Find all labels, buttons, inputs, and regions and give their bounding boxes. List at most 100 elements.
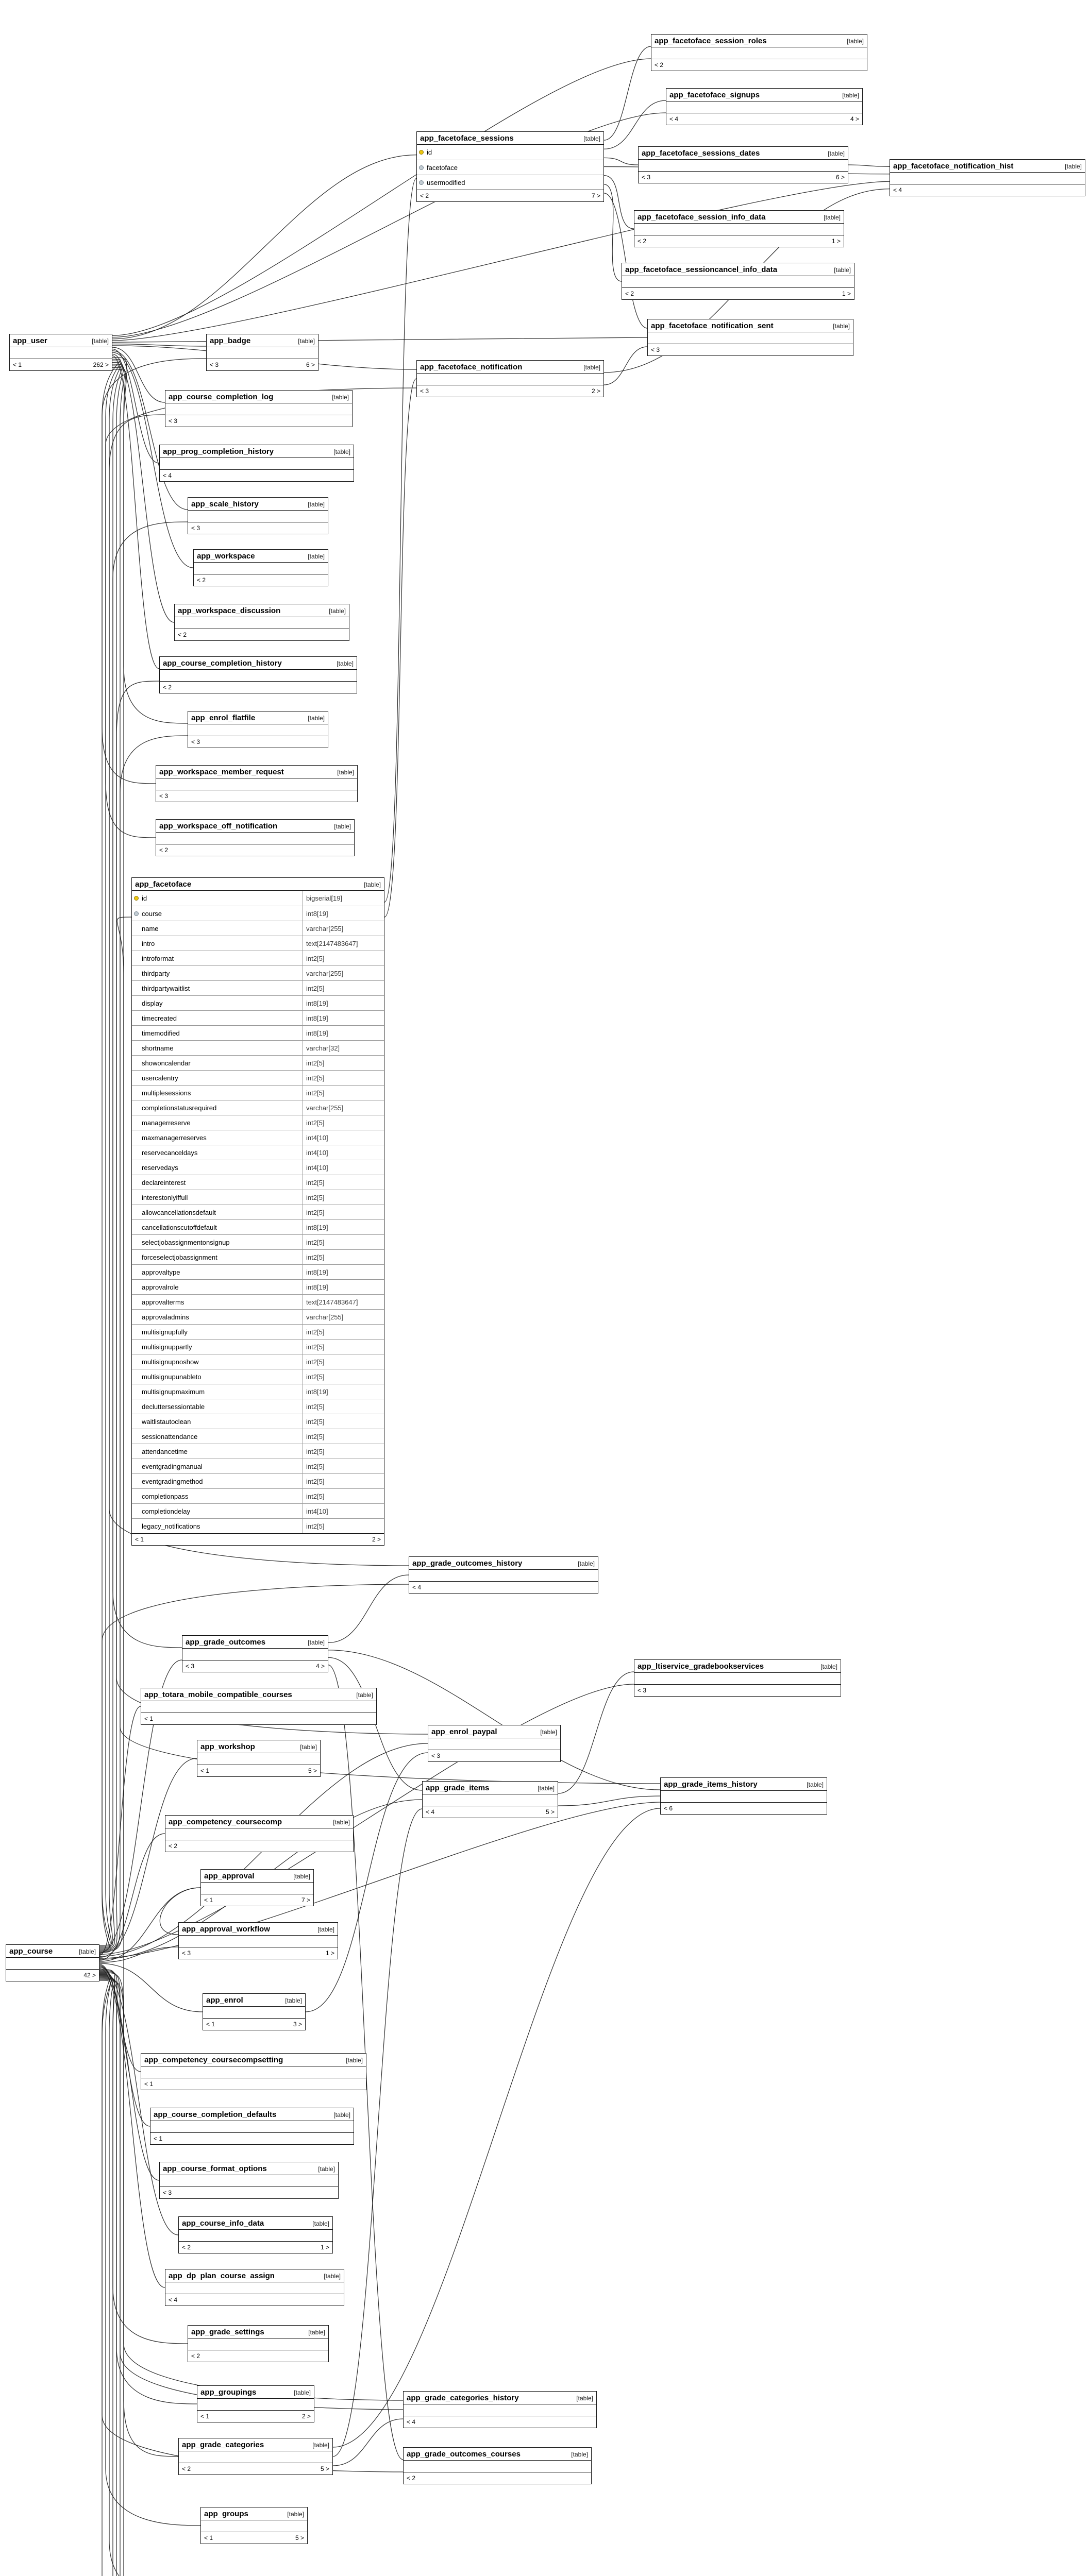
table-node-app_workspace_member_request[interactable]: app_workspace_member_request[table]< 3 [156,765,358,802]
table-name[interactable]: app_enrol [206,1996,243,2005]
table-name[interactable]: app_facetoface_sessioncancel_info_data [625,265,778,274]
table-name[interactable]: app_enrol_paypal [431,1727,497,1736]
table-node-app_grade_outcomes_courses[interactable]: app_grade_outcomes_courses[table]< 2 [403,2447,592,2484]
table-name[interactable]: app_facetoface_session_roles [655,37,767,45]
table-node-app_enrol_paypal[interactable]: app_enrol_paypal[table]< 3 [428,1725,561,1762]
table-node-app_course_completion_defaults[interactable]: app_course_completion_defaults[table]< 1 [150,2108,354,2145]
table-name[interactable]: app_badge [210,336,251,345]
table-name[interactable]: app_workspace_off_notification [159,822,278,831]
table-name[interactable]: app_grade_categories_history [407,2394,519,2402]
table-name[interactable]: app_workshop [200,1742,255,1751]
table-name[interactable]: app_grade_categories [182,2441,264,2449]
table-node-app_workspace_off_notification[interactable]: app_workspace_off_notification[table]< 2 [156,819,355,856]
table-name[interactable]: app_workspace [197,552,255,561]
table-node-app_competency_coursecompsetting[interactable]: app_competency_coursecompsetting[table]<… [141,2053,366,2090]
table-name[interactable]: app_facetoface_session_info_data [638,213,766,222]
table-name[interactable]: app_workspace_member_request [159,768,284,776]
column-row-usermodified[interactable]: usermodified [417,175,603,190]
table-name[interactable]: app_grade_items [426,1784,490,1792]
table-name[interactable]: app_grade_settings [191,2328,264,2336]
table-name[interactable]: app_facetoface_notification_sent [651,321,774,330]
table-name[interactable]: app_dp_plan_course_assign [169,2272,275,2280]
table-node-app_facetoface_notification_sent[interactable]: app_facetoface_notification_sent[table]<… [647,319,853,356]
table-name[interactable]: app_facetoface [135,880,192,889]
table-name[interactable]: app_approval_workflow [182,1925,270,1934]
table-node-app_facetoface_session_info_data[interactable]: app_facetoface_session_info_data[table]<… [634,210,844,247]
table-node-app_ltiservice_gradebookservices[interactable]: app_ltiservice_gradebookservices[table]<… [634,1659,841,1697]
table-name[interactable]: app_competency_coursecomp [169,1818,282,1826]
table-node-app_prog_completion_history[interactable]: app_prog_completion_history[table]< 4 [159,445,354,482]
table-name[interactable]: app_prog_completion_history [163,447,274,456]
table-name[interactable]: app_course_completion_log [169,393,274,401]
table-node-app_course_format_options[interactable]: app_course_format_options[table]< 3 [159,2162,339,2199]
table-name[interactable]: app_enrol_flatfile [191,714,256,722]
table-name[interactable]: app_competency_coursecompsetting [144,2056,283,2064]
table-name[interactable]: app_grade_outcomes_courses [407,2450,521,2459]
table-node-app_competency_coursecomp[interactable]: app_competency_coursecomp[table]< 2 [165,1815,354,1852]
table-node-app_course[interactable]: app_course[table]42 > [6,1944,99,1981]
table-node-app_grade_items_history[interactable]: app_grade_items_history[table]< 6 [660,1777,827,1815]
table-name[interactable]: app_user [13,336,47,345]
table-name[interactable]: app_course_completion_history [163,659,282,668]
table-node-app_course_completion_log[interactable]: app_course_completion_log[table]< 3 [165,390,353,427]
table-node-app_facetoface_sessioncancel_info_data[interactable]: app_facetoface_sessioncancel_info_data[t… [622,263,854,300]
table-node-app_grade_outcomes_history[interactable]: app_grade_outcomes_history[table]< 4 [409,1556,598,1594]
table-node-app_grade_categories_history[interactable]: app_grade_categories_history[table]< 4 [403,2391,597,2428]
table-node-app_scale_history[interactable]: app_scale_history[table]< 3 [188,497,328,534]
table-name[interactable]: app_facetoface_notification [420,363,523,371]
table-name[interactable]: app_scale_history [191,500,259,509]
table-node-app_facetoface_notification_hist[interactable]: app_facetoface_notification_hist[table]<… [890,159,1085,196]
table-name[interactable]: app_grade_outcomes_history [412,1559,523,1568]
table-node-app_enrol_flatfile[interactable]: app_enrol_flatfile[table]< 3 [188,711,328,748]
table-node-app_grade_settings[interactable]: app_grade_settings[table]< 2 [188,2325,329,2362]
table-node-app_course_completion_history[interactable]: app_course_completion_history[table]< 2 [159,656,357,693]
table-node-app_totara_mobile_compatible_courses[interactable]: app_totara_mobile_compatible_courses[tab… [141,1688,377,1725]
table-name[interactable]: app_groupings [200,2388,257,2397]
table-name[interactable]: app_course_info_data [182,2219,264,2228]
table-node-app_workspace_discussion[interactable]: app_workspace_discussion[table]< 2 [174,604,349,641]
table-name[interactable]: app_course_completion_defaults [154,2110,277,2119]
table-name[interactable]: app_course_format_options [163,2164,267,2173]
